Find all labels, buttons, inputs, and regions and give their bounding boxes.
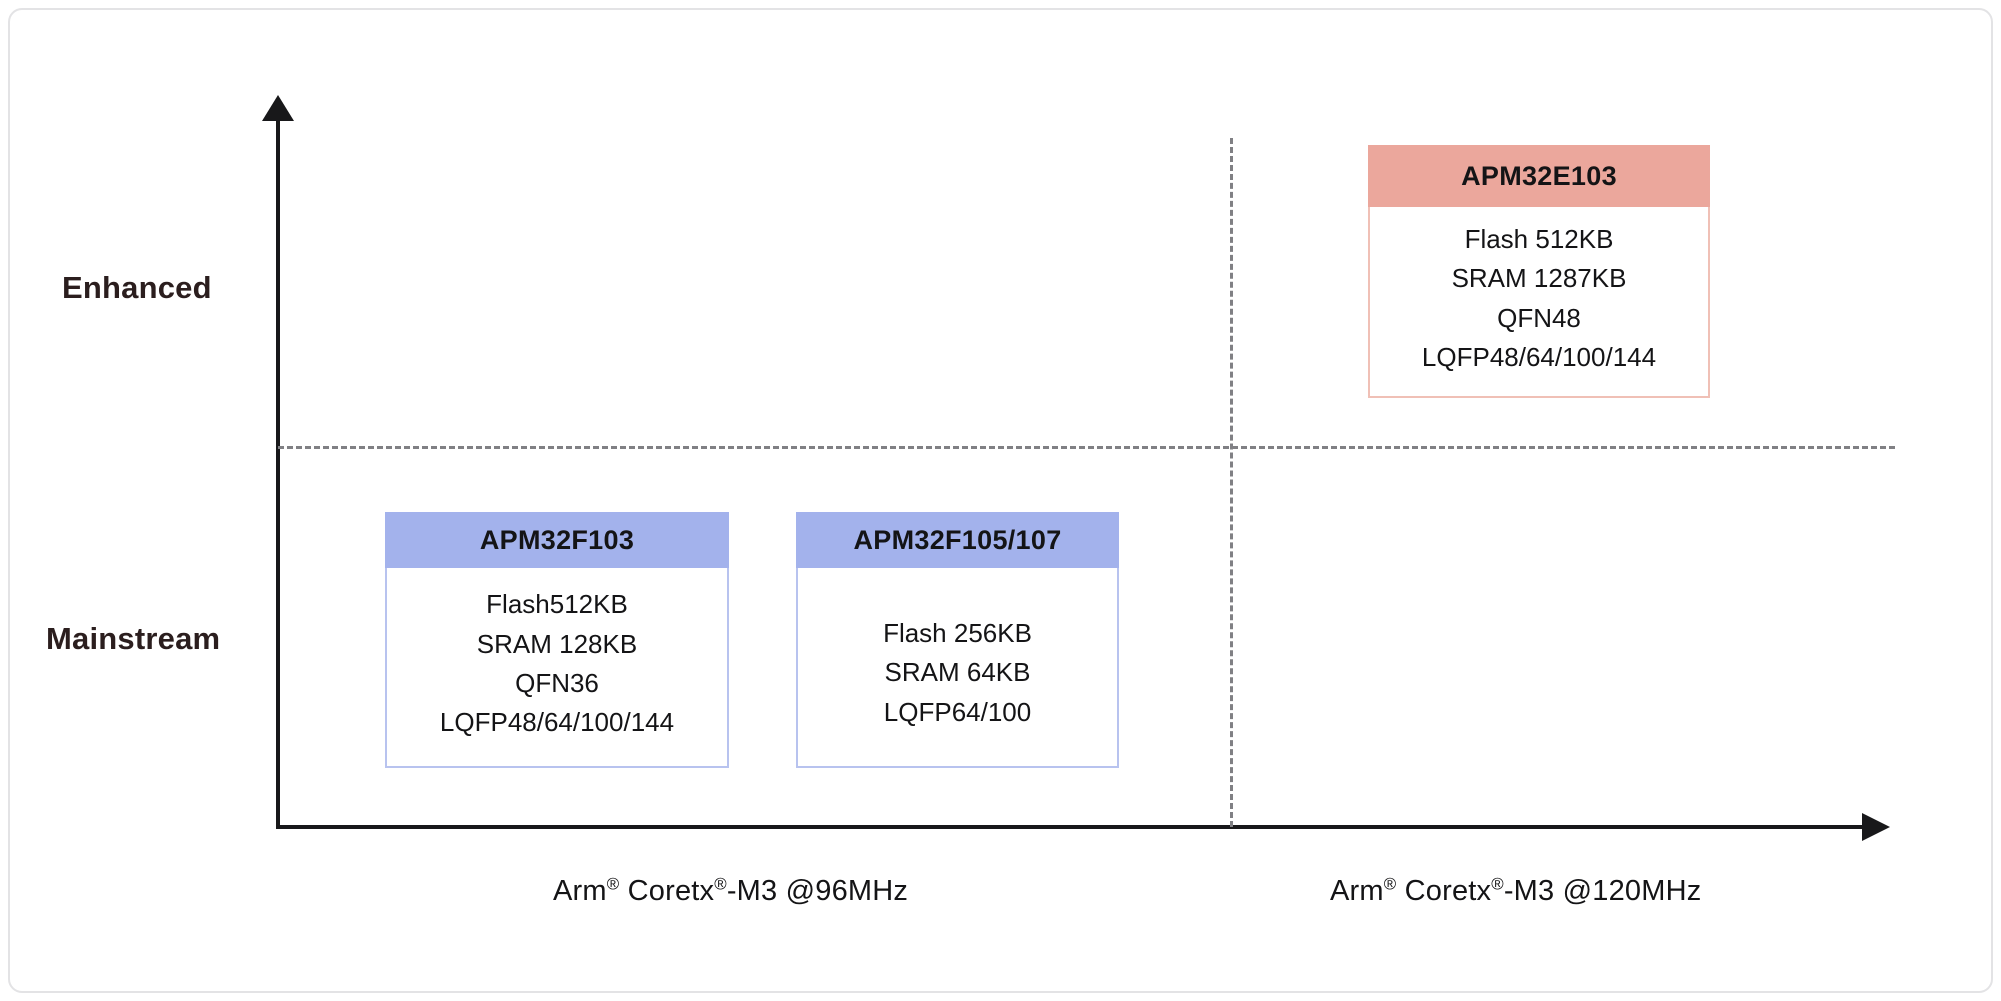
product-card-title: APM32F103 (385, 512, 729, 568)
x-axis-caption-left-arm: Arm (553, 875, 607, 907)
spec-sram: SRAM 1287KB (1451, 263, 1627, 294)
product-card-apm32f105-107[interactable]: APM32F105/107 Flash 256KB SRAM 64KB LQFP… (796, 512, 1119, 768)
product-card-title: APM32E103 (1368, 145, 1710, 207)
x-axis-caption-left: Arm® Coretx®-M3 @96MHz (553, 875, 908, 908)
y-axis-arrow-icon (262, 95, 294, 121)
x-axis-caption-right-arm: Arm (1330, 875, 1384, 907)
y-axis-label-mainstream: Mainstream (46, 621, 221, 656)
spec-qfn: QFN36 (515, 668, 599, 698)
y-axis-label-enhanced: Enhanced (62, 270, 212, 305)
y-axis-line (276, 110, 280, 829)
spec-qfn: QFN48 (1497, 302, 1581, 333)
x-axis-arrow-icon (1862, 813, 1890, 841)
product-card-title: APM32F105/107 (796, 512, 1119, 568)
band-divider-horizontal (278, 446, 1895, 449)
x-axis-caption-right: Arm® Coretx®-M3 @120MHz (1330, 875, 1701, 908)
spec-lqfp: LQFP48/64/100/144 (1421, 341, 1657, 372)
registered-mark-icon: ® (1383, 874, 1397, 894)
product-card-specs: Flash512KB SRAM 128KB QFN36 LQFP48/64/10… (387, 568, 727, 766)
product-card-specs: Flash 512KB SRAM 1287KB QFN48 LQFP48/64/… (1370, 207, 1708, 396)
x-axis-caption-left-speed: -M3 @96MHz (726, 875, 909, 907)
spec-flash: Flash 512KB (1464, 223, 1614, 254)
product-card-apm32f103[interactable]: APM32F103 Flash512KB SRAM 128KB QFN36 LQ… (385, 512, 729, 768)
x-axis-caption-right-core: Coretx (1396, 875, 1492, 907)
x-axis-caption-right-speed: -M3 @120MHz (1503, 875, 1702, 907)
spec-flash: Flash 256KB (883, 618, 1032, 649)
band-divider-vertical (1230, 138, 1233, 827)
product-card-specs: Flash 256KB SRAM 64KB LQFP64/100 (798, 568, 1117, 766)
spec-lqfp: LQFP48/64/100/144 (439, 707, 675, 738)
registered-mark-icon: ® (714, 874, 727, 894)
registered-mark-icon: ® (606, 874, 620, 894)
product-card-apm32e103[interactable]: APM32E103 Flash 512KB SRAM 1287KB QFN48 … (1368, 145, 1710, 398)
spec-flash: Flash512KB (486, 589, 628, 620)
spec-sram: SRAM 128KB (476, 628, 638, 659)
x-axis-line (276, 825, 1866, 829)
spec-lqfp: LQFP64/100 (883, 696, 1032, 727)
x-axis-caption-left-core: Coretx (619, 875, 715, 907)
registered-mark-icon: ® (1491, 874, 1504, 894)
spec-sram: SRAM 64KB (884, 657, 1031, 688)
